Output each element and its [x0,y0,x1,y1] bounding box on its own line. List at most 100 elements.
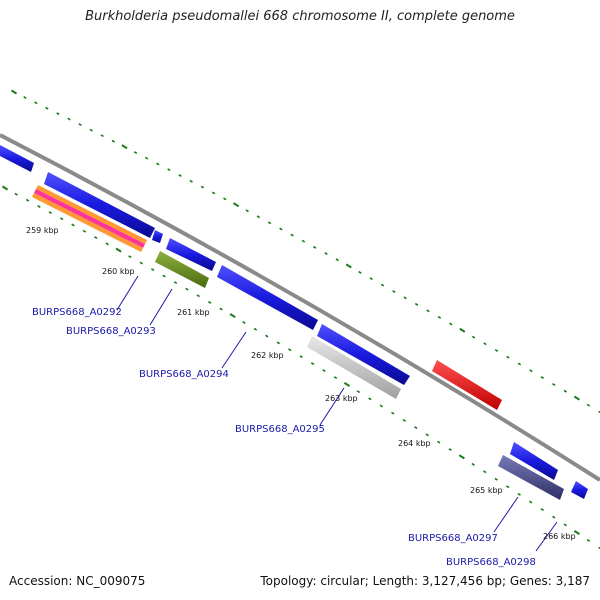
tick-mark [494,348,499,352]
tick-mark [380,283,385,287]
tick-mark [322,369,326,373]
tick-mark [233,202,240,208]
tick-mark [279,227,283,231]
accession-text: Accession: NC_009075 [9,574,146,588]
gene-labels: BURPS668_A0292 BURPS668_A0293 BURPS668_A… [32,307,536,568]
tick-mark [173,281,178,285]
tick-mark [482,470,487,474]
gene-label-a0292[interactable]: BURPS668_A0292 [32,307,122,318]
feature-red[interactable] [432,360,502,410]
tick-mark [368,397,372,401]
tick-mark [67,117,71,121]
tick-mark [111,139,115,143]
tick-mark [185,287,189,291]
gene-label-a0295[interactable]: BURPS668_A0295 [235,424,325,435]
tick-mark [414,426,418,430]
gene-label-a0298[interactable]: BURPS668_A0298 [446,557,536,568]
tick-mark [121,144,128,150]
tick-mark [301,239,306,243]
tick-mark [71,223,75,227]
inner-tick-ring [1,185,600,550]
tick-mark [211,191,216,195]
tick-mark [437,315,442,319]
tick-mark [414,302,419,306]
other-features [32,185,564,500]
feature-gray[interactable] [307,336,401,399]
tick-mark [505,485,510,489]
tick-mark [245,209,249,213]
tick-mark [391,411,395,415]
tick-mark [436,440,441,444]
gene-label-a0293[interactable]: BURPS668_A0293 [66,326,156,337]
tick-mark [335,258,339,262]
tick-mark [494,477,498,481]
label-leaders [116,275,558,552]
tick-mark [379,404,383,408]
gene-arrow-small[interactable] [152,230,163,243]
feature-purple[interactable] [498,455,564,500]
tick-label: 259 kbp [26,226,59,235]
tick-mark [358,270,362,274]
tick-mark [586,403,591,407]
tick-mark [78,123,82,127]
tick-mark [223,197,227,201]
gene-arrow-a0295-region[interactable] [317,324,410,385]
tick-mark [156,162,160,166]
tick-mark [59,217,64,221]
tick-label: 263 kbp [325,394,358,403]
tick-mark [426,309,430,313]
tick-mark [189,179,193,183]
tick-mark [48,211,52,215]
tick-mark [312,245,317,249]
tick-mark [517,362,522,366]
tick-mark [506,355,510,359]
tick-mark [265,334,269,338]
tick-mark [299,355,303,359]
tick-mark [25,198,30,202]
tick-mark [276,341,280,345]
topology-summary: Topology: circular; Length: 3,127,456 bp… [260,574,590,588]
tick-mark [333,376,338,380]
tick-label: 265 kbp [470,486,503,495]
tick-mark [162,274,166,278]
tick-mark [310,362,315,366]
tick-mark [256,215,261,219]
tick-mark [34,101,38,105]
tick-mark [586,538,591,542]
gene-arrow-a0294[interactable] [217,265,318,330]
tick-mark [196,294,200,298]
tick-mark [540,376,544,380]
tick-mark [552,515,556,519]
gene-label-a0294[interactable]: BURPS668_A0294 [139,369,229,380]
tick-mark [563,523,567,527]
tick-mark [200,185,205,189]
tick-mark [459,327,466,333]
tick-mark [56,112,60,116]
tick-mark [552,382,556,386]
tick-mark [449,322,453,326]
tick-mark [448,448,452,452]
kbp-tick-labels: 259 kbp 260 kbp 261 kbp 262 kbp 263 kbp … [26,226,576,541]
tick-mark [392,289,396,293]
tick-mark [89,128,93,132]
tick-mark [178,173,182,177]
feature-rainbow[interactable] [32,185,147,252]
tick-mark [483,342,487,346]
tick-mark [402,418,406,422]
tick-mark [403,296,407,300]
gene-arrow-a0292[interactable] [44,172,155,238]
tick-mark [471,335,476,339]
gene-arrow-a0298-region[interactable] [571,481,588,499]
tick-mark [517,492,521,496]
tick-mark [167,168,171,172]
gene-label-a0297[interactable]: BURPS668_A0297 [408,533,498,544]
gene-arrow-a0293-region[interactable] [166,238,216,271]
tick-mark [242,320,246,324]
tick-mark [563,389,567,393]
tick-mark [94,236,98,240]
gene-arrow-left-edge[interactable] [0,145,34,172]
feature-olive[interactable] [155,251,209,288]
gene-arrow-a0297[interactable] [510,442,558,480]
tick-mark [229,313,236,319]
tick-label: 266 kbp [543,532,576,541]
